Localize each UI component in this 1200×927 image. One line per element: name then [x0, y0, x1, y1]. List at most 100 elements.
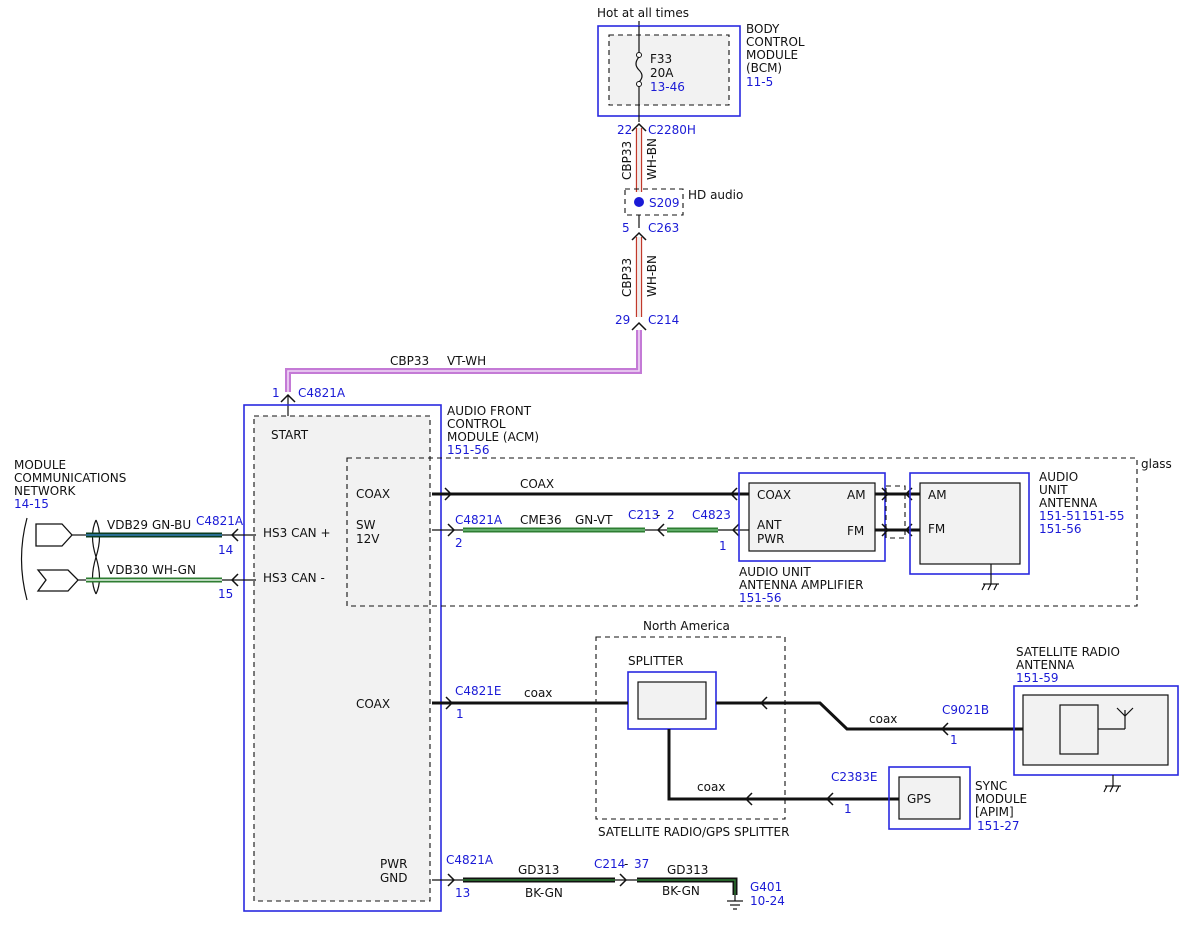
fuse-ref[interactable]: 13-46	[650, 80, 685, 94]
glass-coax-label: COAX	[520, 477, 554, 491]
coax-acm-connector-icon	[444, 487, 453, 501]
can-minus-arrow-icon	[36, 569, 79, 592]
can-minus-pin: 15	[218, 587, 233, 601]
connector-c2280h[interactable]: C2280H	[648, 123, 696, 137]
sat-ref[interactable]: 151-59	[1016, 671, 1059, 685]
network-ref[interactable]: 14-15	[14, 497, 49, 511]
connector-c4821a-sw[interactable]: C4821A	[455, 513, 503, 527]
antenna-fm-label: FM	[928, 522, 945, 536]
vdb30-color: WH-GN	[152, 563, 196, 577]
acm-ref[interactable]: 151-56	[447, 443, 490, 457]
connector-c9021b-icon	[940, 722, 949, 736]
sync-module[interactable]	[888, 766, 971, 830]
c4823-pin: 1	[719, 539, 727, 553]
amp-title-line-2: ANTENNA AMPLIFIER	[739, 578, 863, 592]
splitter-caption: SATELLITE RADIO/GPS SPLITTER	[598, 825, 789, 839]
amp-pwr-label: PWR	[757, 532, 784, 546]
connector-c2383e[interactable]: C2383E	[831, 770, 878, 784]
antenna-ref-2[interactable]: 151-55	[1082, 509, 1125, 523]
hd-audio-label: HD audio	[688, 188, 743, 202]
acm-coax-lower: COAX	[356, 697, 390, 711]
connector-c2280h-icon	[631, 122, 647, 132]
north-america-option-box	[595, 636, 786, 820]
bcm-pin: 22	[617, 123, 632, 137]
ground-g401[interactable]: G401	[750, 880, 782, 894]
acm-title-line-1: AUDIO FRONT	[447, 404, 532, 418]
connector-c4821a-sw-icon	[447, 523, 456, 537]
fm-amp-connector-icon	[881, 523, 890, 537]
connector-c214[interactable]: C214	[648, 313, 679, 327]
gd313-wire-segment-2[interactable]	[637, 877, 738, 895]
fuse-terminal-top	[636, 52, 642, 58]
acm-coax-upper: COAX	[356, 487, 390, 501]
vdb29-color: GN-BU	[152, 518, 191, 532]
c9021b-pin: 1	[950, 733, 958, 747]
antenna-title-line-3: ANTENNA	[1039, 496, 1098, 510]
fuse-rating: 20A	[650, 66, 674, 80]
sat-title-line-2: ANTENNA	[1016, 658, 1075, 672]
connector-c4821e-icon	[445, 696, 454, 710]
audio-unit-antenna-amplifier[interactable]	[738, 472, 886, 562]
hot-at-all-times-label: Hot at all times	[597, 6, 689, 20]
body-control-module[interactable]	[597, 25, 741, 117]
lower-wire-color: WH-BN	[645, 255, 659, 297]
connector-c214-gnd[interactable]: C214	[594, 857, 625, 871]
coax-to-acm-label: coax	[524, 686, 552, 700]
connector-c4821a-start[interactable]: C4821A	[298, 386, 346, 400]
c4821e-pin: 1	[456, 707, 464, 721]
network-title-line-3: NETWORK	[14, 484, 77, 498]
upper-wh-bn-wire[interactable]	[635, 128, 643, 192]
vt-wire-circuit: CBP33	[390, 354, 429, 368]
satellite-gps-splitter[interactable]	[627, 671, 717, 730]
antenna-ref-1[interactable]: 151-51	[1039, 509, 1082, 523]
vt-wh-wire[interactable]	[285, 330, 642, 392]
splitter-gps-connector-icon	[744, 792, 753, 806]
connector-c213[interactable]: C213	[628, 508, 659, 522]
twisted-pair-icon	[91, 519, 101, 595]
can-plus-arrow-icon	[35, 523, 73, 547]
fuse-terminal-bottom	[636, 81, 642, 87]
network-bracket	[20, 517, 28, 601]
upper-wire-circuit: CBP33	[620, 141, 634, 180]
am-fm-shield	[885, 485, 906, 539]
connector-c263-icon	[631, 231, 647, 241]
connector-c263[interactable]: C263	[648, 221, 679, 235]
c214-pin: 29	[615, 313, 630, 327]
antenna-title-line-1: AUDIO	[1039, 470, 1078, 484]
splice-s209-dot[interactable]	[634, 197, 644, 207]
c214-gnd-pin: 37	[634, 857, 649, 871]
connector-c4821a-gnd[interactable]: C4821A	[446, 853, 494, 867]
lower-wh-bn-wire[interactable]	[635, 237, 643, 317]
can-plus-pin: 14	[218, 543, 233, 557]
audio-front-control-module[interactable]	[243, 404, 442, 912]
antenna-title-line-2: UNIT	[1039, 483, 1068, 497]
acm-hs3-can-minus: HS3 CAN -	[263, 571, 325, 585]
gd313-circuit-1: GD313	[518, 863, 559, 877]
connector-c9021b[interactable]: C9021B	[942, 703, 989, 717]
north-america-label: North America	[643, 619, 730, 633]
antenna-am-label: AM	[928, 488, 947, 502]
connector-c4823[interactable]: C4823	[692, 508, 731, 522]
splice-s209[interactable]: S209	[649, 196, 680, 210]
splitter-sat-connector-icon	[759, 696, 768, 710]
network-title-line-2: COMMUNICATIONS	[14, 471, 126, 485]
sw-pin: 2	[455, 536, 463, 550]
coax-amp-connector-icon	[729, 487, 738, 501]
amp-ref[interactable]: 151-56	[739, 591, 782, 605]
bcm-title-line-4: (BCM)	[746, 61, 782, 75]
acm-hs3-can-plus: HS3 CAN +	[263, 526, 331, 540]
sync-ref[interactable]: 151-27	[977, 819, 1020, 833]
connector-c4821e[interactable]: C4821E	[455, 684, 502, 698]
connector-c4823-icon	[731, 523, 740, 537]
coax-splitter-to-satellite[interactable]	[716, 701, 1023, 731]
ground-ref[interactable]: 10-24	[750, 894, 785, 908]
audio-unit-antenna[interactable]	[909, 472, 1030, 575]
antenna-ref-3[interactable]: 151-56	[1039, 522, 1082, 536]
cme36-circuit: CME36	[520, 513, 562, 527]
coax-splitter-to-gps[interactable]	[667, 729, 899, 801]
gd313-color-1: BK-GN	[525, 886, 563, 900]
connector-c4821a-can[interactable]: C4821A	[196, 514, 244, 528]
bcm-ref[interactable]: 11-5	[746, 75, 773, 89]
acm-title-line-2: CONTROL	[447, 417, 506, 431]
